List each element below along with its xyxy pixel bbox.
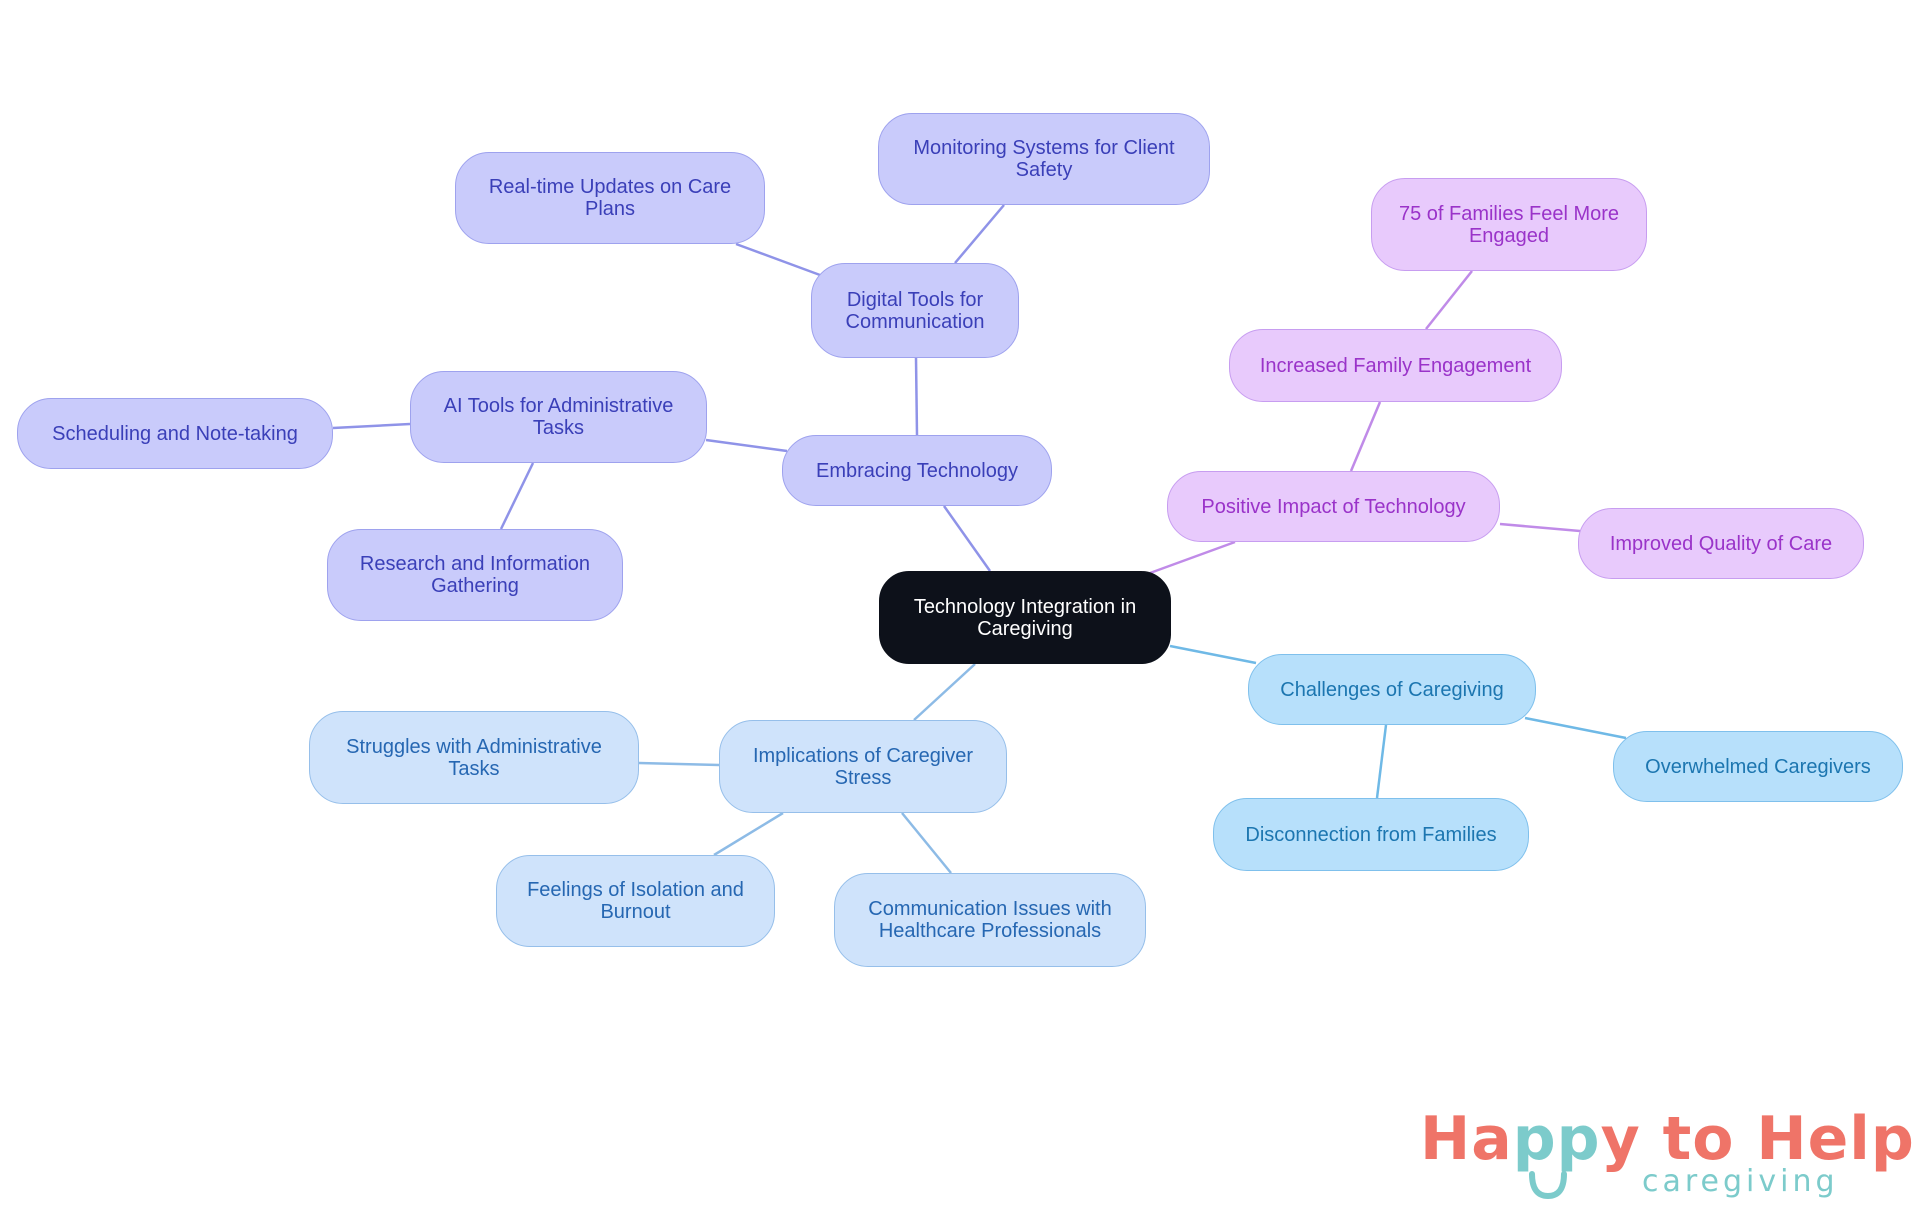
edge-aitools-scheduling (332, 422, 411, 430)
smile-icon (1529, 1171, 1567, 1200)
node-positive-impact[interactable]: Positive Impact of Technology (1167, 471, 1500, 542)
edge-embracing-aitools (705, 438, 788, 453)
root-node[interactable]: Technology Integration in Caregiving (879, 571, 1171, 664)
node-line: Stress (834, 766, 892, 789)
brand-logo: Happy to Help caregiving (1420, 1104, 1914, 1204)
node-line: Communication Issues with (868, 898, 1112, 920)
node-line: Implications of Caregiver (752, 744, 974, 767)
edge-embracing-digital (914, 357, 919, 436)
node-line: Real-time Updates on Care (488, 176, 732, 198)
node-realtime-updates[interactable]: Real-time Updates on Care Plans (455, 152, 765, 244)
node-struggles[interactable]: Struggles with Administrative Tasks (309, 711, 639, 804)
logo-part-3: y to Help (1600, 1104, 1915, 1174)
node-overwhelmed[interactable]: Overwhelmed Caregivers (1613, 731, 1903, 802)
edge-root-challenges (1169, 644, 1257, 665)
node-communication-issues[interactable]: Communication Issues with Healthcare Pro… (834, 873, 1146, 967)
node-disconnection[interactable]: Disconnection from Families (1213, 798, 1529, 871)
node-line: Plans (584, 198, 636, 220)
node-line: Research and Information (359, 553, 591, 575)
node-line: AI Tools for Administrative (443, 395, 674, 417)
node-label: Improved Quality of Care (1609, 532, 1833, 555)
node-label: Positive Impact of Technology (1201, 495, 1466, 518)
node-research[interactable]: Research and Information Gathering (327, 529, 623, 621)
node-line: Monitoring Systems for Client (913, 137, 1175, 159)
logo-part-1: Ha (1420, 1104, 1513, 1174)
node-line: Technology Integration in (913, 595, 1137, 618)
edge-challenges-overwhelmed (1524, 716, 1627, 740)
node-feelings[interactable]: Feelings of Isolation and Burnout (496, 855, 775, 947)
edge-implications-feelings (713, 811, 784, 857)
logo-subtitle: caregiving (1642, 1164, 1839, 1199)
node-digital-tools[interactable]: Digital Tools for Communication (811, 263, 1019, 358)
node-increased-family[interactable]: Increased Family Engagement (1229, 329, 1562, 402)
edge-family-seventyfive (1425, 270, 1473, 330)
node-line: Engaged (1468, 224, 1550, 247)
edge-aitools-research (499, 462, 535, 530)
edge-root-embracing (942, 505, 992, 572)
node-embracing-technology[interactable]: Embracing Technology (782, 435, 1052, 506)
node-scheduling[interactable]: Scheduling and Note-taking (17, 398, 333, 469)
node-challenges[interactable]: Challenges of Caregiving (1248, 654, 1536, 725)
node-line: Healthcare Professionals (878, 920, 1102, 942)
node-improved-quality[interactable]: Improved Quality of Care (1578, 508, 1864, 579)
node-label: Increased Family Engagement (1259, 354, 1532, 377)
edge-digital-realtime (735, 242, 821, 277)
node-seventyfive-families[interactable]: 75 of Families Feel More Engaged (1371, 178, 1647, 271)
node-line: Safety (1015, 159, 1073, 181)
edge-root-positive (1149, 540, 1236, 575)
node-line: Tasks (448, 757, 500, 780)
node-line: Burnout (600, 901, 671, 923)
node-label: Overwhelmed Caregivers (1645, 755, 1871, 778)
edge-implications-struggles (638, 761, 720, 767)
node-line: Communication (845, 310, 985, 333)
node-line: Caregiving (977, 617, 1073, 640)
node-line: Feelings of Isolation and (527, 879, 744, 901)
node-line: Gathering (431, 575, 519, 597)
node-line: Tasks (532, 417, 585, 439)
edge-root-implications (913, 663, 976, 721)
node-label: Disconnection from Families (1245, 823, 1497, 846)
node-label: Scheduling and Note-taking (52, 422, 298, 445)
logo-part-2: pp (1512, 1104, 1601, 1174)
edge-positive-family (1349, 401, 1382, 472)
node-line: Struggles with Administrative (346, 735, 602, 758)
edge-challenges-disconnection (1375, 724, 1388, 799)
edge-implications-communication (901, 812, 952, 874)
node-monitoring-systems[interactable]: Monitoring Systems for Client Safety (878, 113, 1210, 205)
node-line: Digital Tools for (846, 288, 984, 311)
node-label: Embracing Technology (816, 459, 1018, 482)
node-ai-tools[interactable]: AI Tools for Administrative Tasks (410, 371, 707, 463)
node-label: Challenges of Caregiving (1280, 678, 1504, 701)
edge-digital-monitoring (954, 204, 1005, 264)
edge-positive-quality (1499, 522, 1581, 533)
node-line: 75 of Families Feel More (1398, 202, 1620, 225)
node-implications[interactable]: Implications of Caregiver Stress (719, 720, 1007, 813)
logo-wordmark: Happy to Help (1420, 1104, 1915, 1174)
